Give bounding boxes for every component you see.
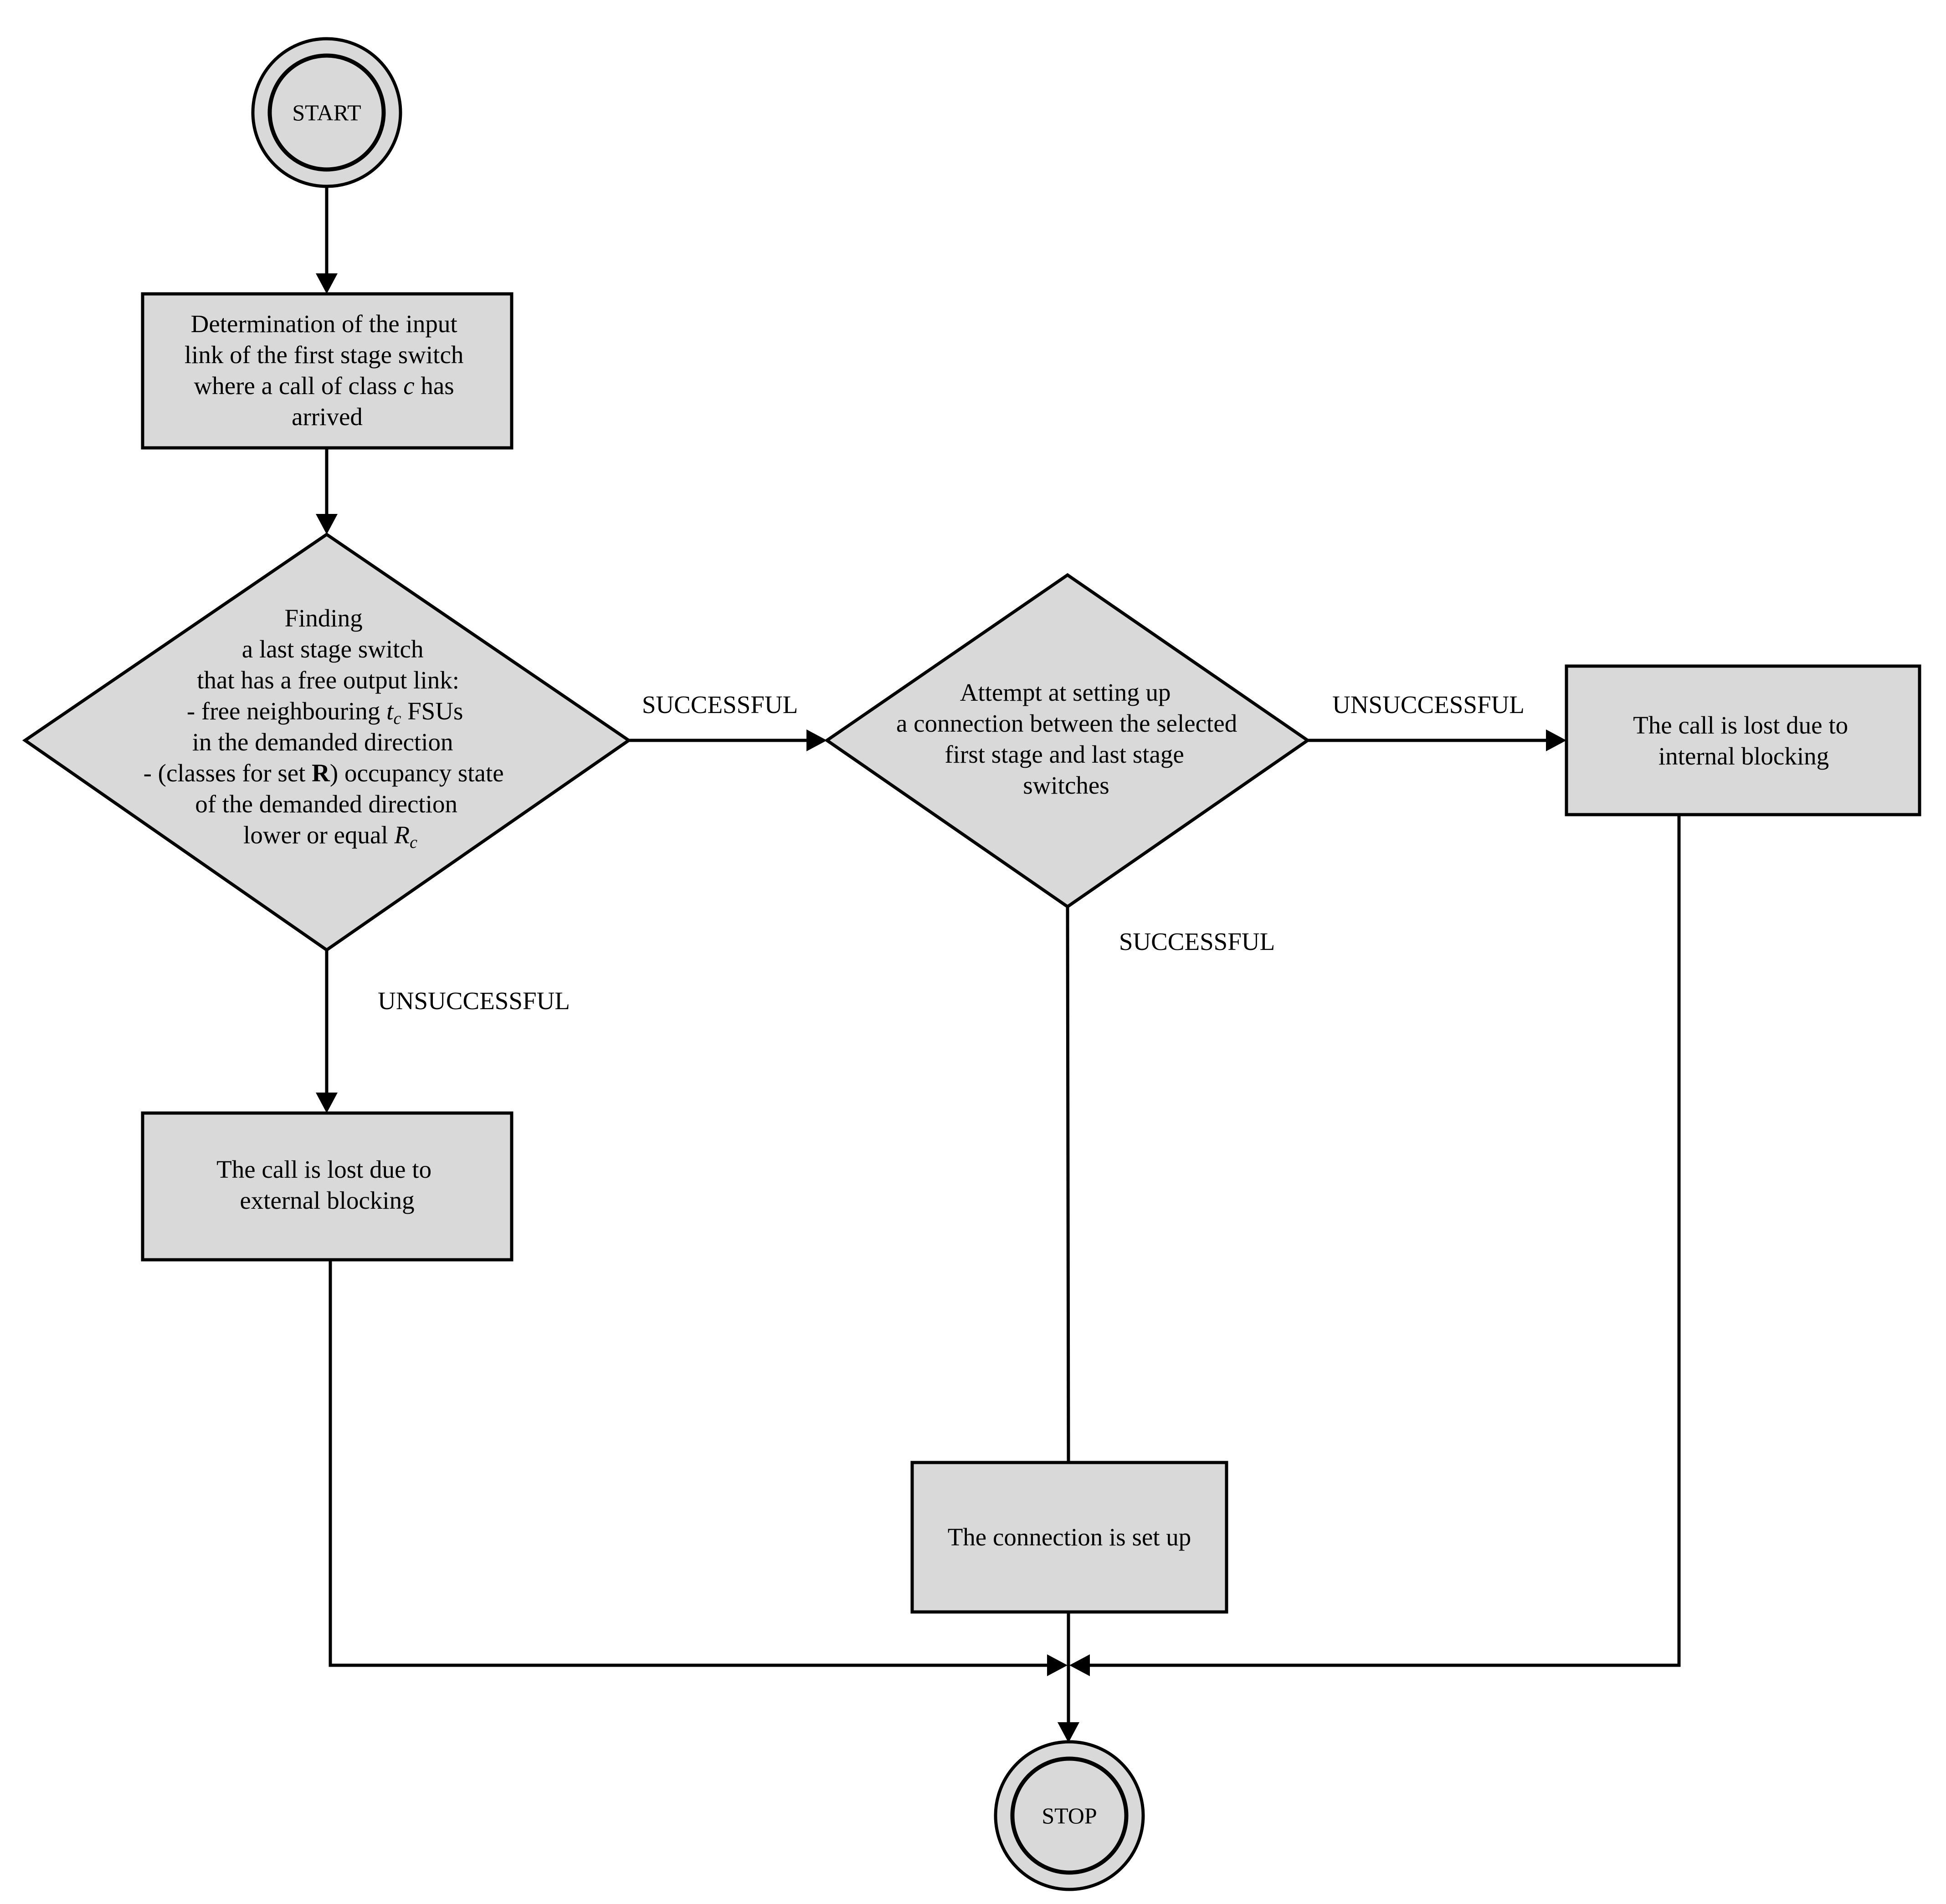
arrowhead-merge-right <box>1069 1654 1090 1676</box>
determine-line-3-post: has <box>415 372 454 400</box>
r-variable: R <box>394 821 410 849</box>
attempt-success-label: SUCCESSFUL <box>1119 928 1275 955</box>
attempt-line-4: switches <box>1023 771 1109 799</box>
find-line-8: lower or equal Rc <box>243 821 417 852</box>
find-line-8-pre: lower or equal <box>243 821 394 849</box>
t-subscript: c <box>393 709 401 728</box>
edge-labels: SUCCESSFUL UNSUCCESSFUL SUCCESSFUL UNSUC… <box>378 691 1525 1015</box>
find-line-3: that has a free output link: <box>197 666 459 694</box>
external-line-1: The call is lost due to <box>216 1155 431 1183</box>
find-line-6-post: ) occupancy state <box>330 759 504 787</box>
line-external-to-stop <box>329 1260 1048 1667</box>
line-internal-to-stop <box>1089 816 1681 1667</box>
connection-set-up-text: The connection is set up <box>948 1523 1191 1551</box>
arrowhead-external <box>316 1093 338 1113</box>
internal-line-1: The call is lost due to <box>1633 711 1848 739</box>
determine-line-3-pre: where a call of class <box>194 372 404 400</box>
find-line-5: in the demanded direction <box>192 728 453 756</box>
find-switch-diamond <box>22 532 632 952</box>
stop-terminal: STOP <box>994 1740 1145 1891</box>
find-line-6-pre: - (classes for set <box>144 759 312 787</box>
attempt-line-1: Attempt at setting up <box>960 678 1171 706</box>
attempt-connection-decision: Attempt at setting up a connection betwe… <box>824 573 1311 909</box>
find-line-4: - free neighbouring tc FSUs <box>187 697 463 728</box>
find-line-4-post: FSUs <box>401 697 463 725</box>
arrowhead-find <box>316 514 338 534</box>
attempt-connection-text: Attempt at setting up a connection betwe… <box>896 678 1243 799</box>
internal-line-2: internal blocking <box>1658 742 1829 770</box>
stop-inner-ring <box>1010 1756 1129 1875</box>
attempt-line-2: a connection between the selected <box>896 709 1237 737</box>
connection-set-up-rect <box>910 1461 1228 1614</box>
find-line-6: - (classes for set R) occupancy state <box>144 759 504 787</box>
attempt-fail-label: UNSUCCESSFUL <box>1332 691 1525 718</box>
r-subscript: c <box>410 833 417 852</box>
determine-line-4: arrived <box>292 403 363 431</box>
arrowhead-internal <box>1546 729 1566 751</box>
find-line-2: a last stage switch <box>242 635 424 663</box>
find-switch-decision: Finding a last stage switch that has a f… <box>22 532 632 952</box>
determine-input-link-text: Determination of the input link of the f… <box>185 310 470 431</box>
class-variable: c <box>403 372 414 400</box>
find-success-label: SUCCESSFUL <box>642 691 798 718</box>
find-switch-text: Finding a last stage switch that has a f… <box>144 604 510 852</box>
external-line-2: external blocking <box>240 1186 414 1214</box>
find-fail-label: UNSUCCESSFUL <box>378 987 570 1015</box>
determine-line-2: link of the first stage switch <box>185 341 464 369</box>
internal-blocking-text: The call is lost due to internal blockin… <box>1633 711 1854 770</box>
find-line-4-pre: - free neighbouring <box>187 697 386 725</box>
t-variable: t <box>386 697 394 725</box>
external-blocking-box: The call is lost due to external blockin… <box>141 1111 513 1262</box>
determine-line-3: where a call of class c has <box>194 372 454 400</box>
arrowhead-merge-left <box>1047 1654 1068 1676</box>
external-blocking-text: The call is lost due to external blockin… <box>216 1155 438 1214</box>
attempt-connection-diamond <box>824 573 1311 909</box>
find-line-7: of the demanded direction <box>195 790 457 818</box>
determine-line-1: Determination of the input <box>191 310 457 338</box>
connectors <box>316 187 1681 1743</box>
external-blocking-rect <box>141 1111 513 1262</box>
arrowhead-stop <box>1058 1722 1079 1743</box>
find-line-1: Finding <box>285 604 363 632</box>
start-terminal: START <box>251 37 402 188</box>
arrowhead-determine <box>316 273 338 294</box>
stop-label: STOP <box>1042 1803 1097 1828</box>
set-r-bold: R <box>312 759 330 787</box>
attempt-line-3: first stage and last stage <box>945 740 1184 768</box>
internal-blocking-box: The call is lost due to internal blockin… <box>1565 664 1921 816</box>
arrowhead-attempt <box>806 729 827 751</box>
connection-set-up-box: The connection is set up <box>910 1461 1228 1614</box>
determine-input-link-rect <box>141 292 513 450</box>
internal-blocking-rect <box>1565 664 1921 816</box>
determine-input-link-box: Determination of the input link of the f… <box>141 292 513 450</box>
start-inner-ring <box>267 53 386 172</box>
start-label: START <box>292 100 361 125</box>
